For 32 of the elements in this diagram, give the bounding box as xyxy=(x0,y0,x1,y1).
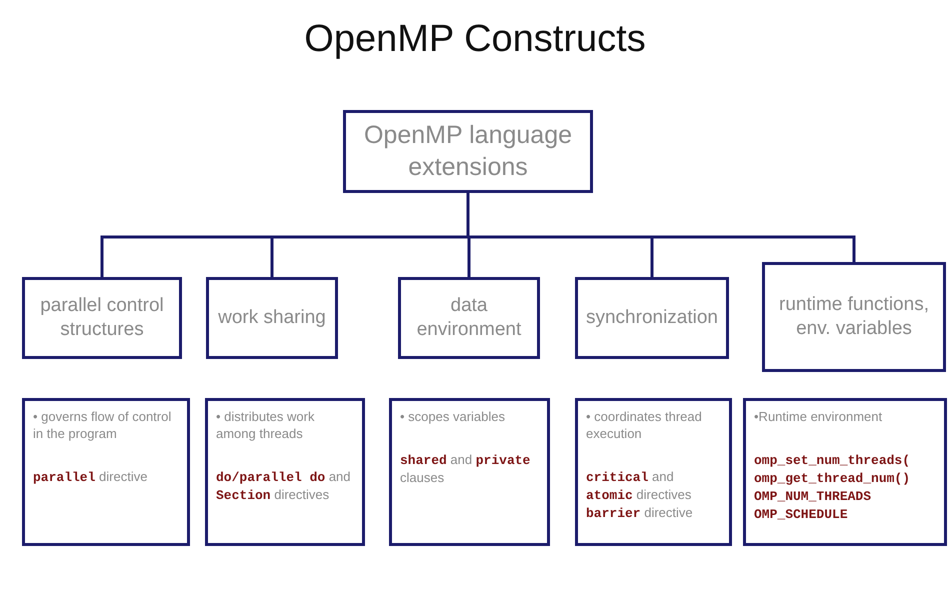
description-text: do/parallel do and Section directives xyxy=(216,468,352,505)
description-box xyxy=(389,398,550,546)
description-text: • distributes work among threads xyxy=(216,409,316,443)
root-box xyxy=(343,110,593,193)
description-text: shared and private clauses xyxy=(400,452,532,487)
category-box xyxy=(22,277,182,359)
description-text: parallel directive xyxy=(33,468,148,487)
description-text: OMP_SCHEDULE xyxy=(754,506,849,524)
category-box xyxy=(762,262,946,372)
category-label: synchronization xyxy=(586,306,718,330)
category-label: work sharing xyxy=(218,306,326,330)
diagram-title: OpenMP Constructs xyxy=(304,18,646,61)
category-box xyxy=(206,277,338,359)
description-box xyxy=(575,398,732,546)
description-text: omp_get_thread_num() xyxy=(754,470,912,488)
connector-line xyxy=(466,193,856,262)
category-box xyxy=(398,277,540,359)
root-label: OpenMP language extensions xyxy=(362,120,574,182)
description-text: • coordinates thread execution xyxy=(586,409,703,443)
description-text: critical and atomic directives barrier directive xyxy=(586,468,694,522)
description-text: • scopes variables xyxy=(400,409,506,426)
description-box xyxy=(743,398,947,546)
description-text: • governs flow of control in the program xyxy=(33,409,172,443)
category-label: runtime functions, env. variables xyxy=(778,293,930,341)
description-text: omp_set_num_threads( xyxy=(754,452,912,470)
category-label: parallel control structures xyxy=(39,294,165,342)
category-box xyxy=(575,277,729,359)
description-text: OMP_NUM_THREADS xyxy=(754,488,872,506)
description-text: •Runtime environment xyxy=(754,409,884,426)
description-box xyxy=(22,398,190,546)
category-label: data environment xyxy=(416,294,522,342)
description-box xyxy=(205,398,365,546)
